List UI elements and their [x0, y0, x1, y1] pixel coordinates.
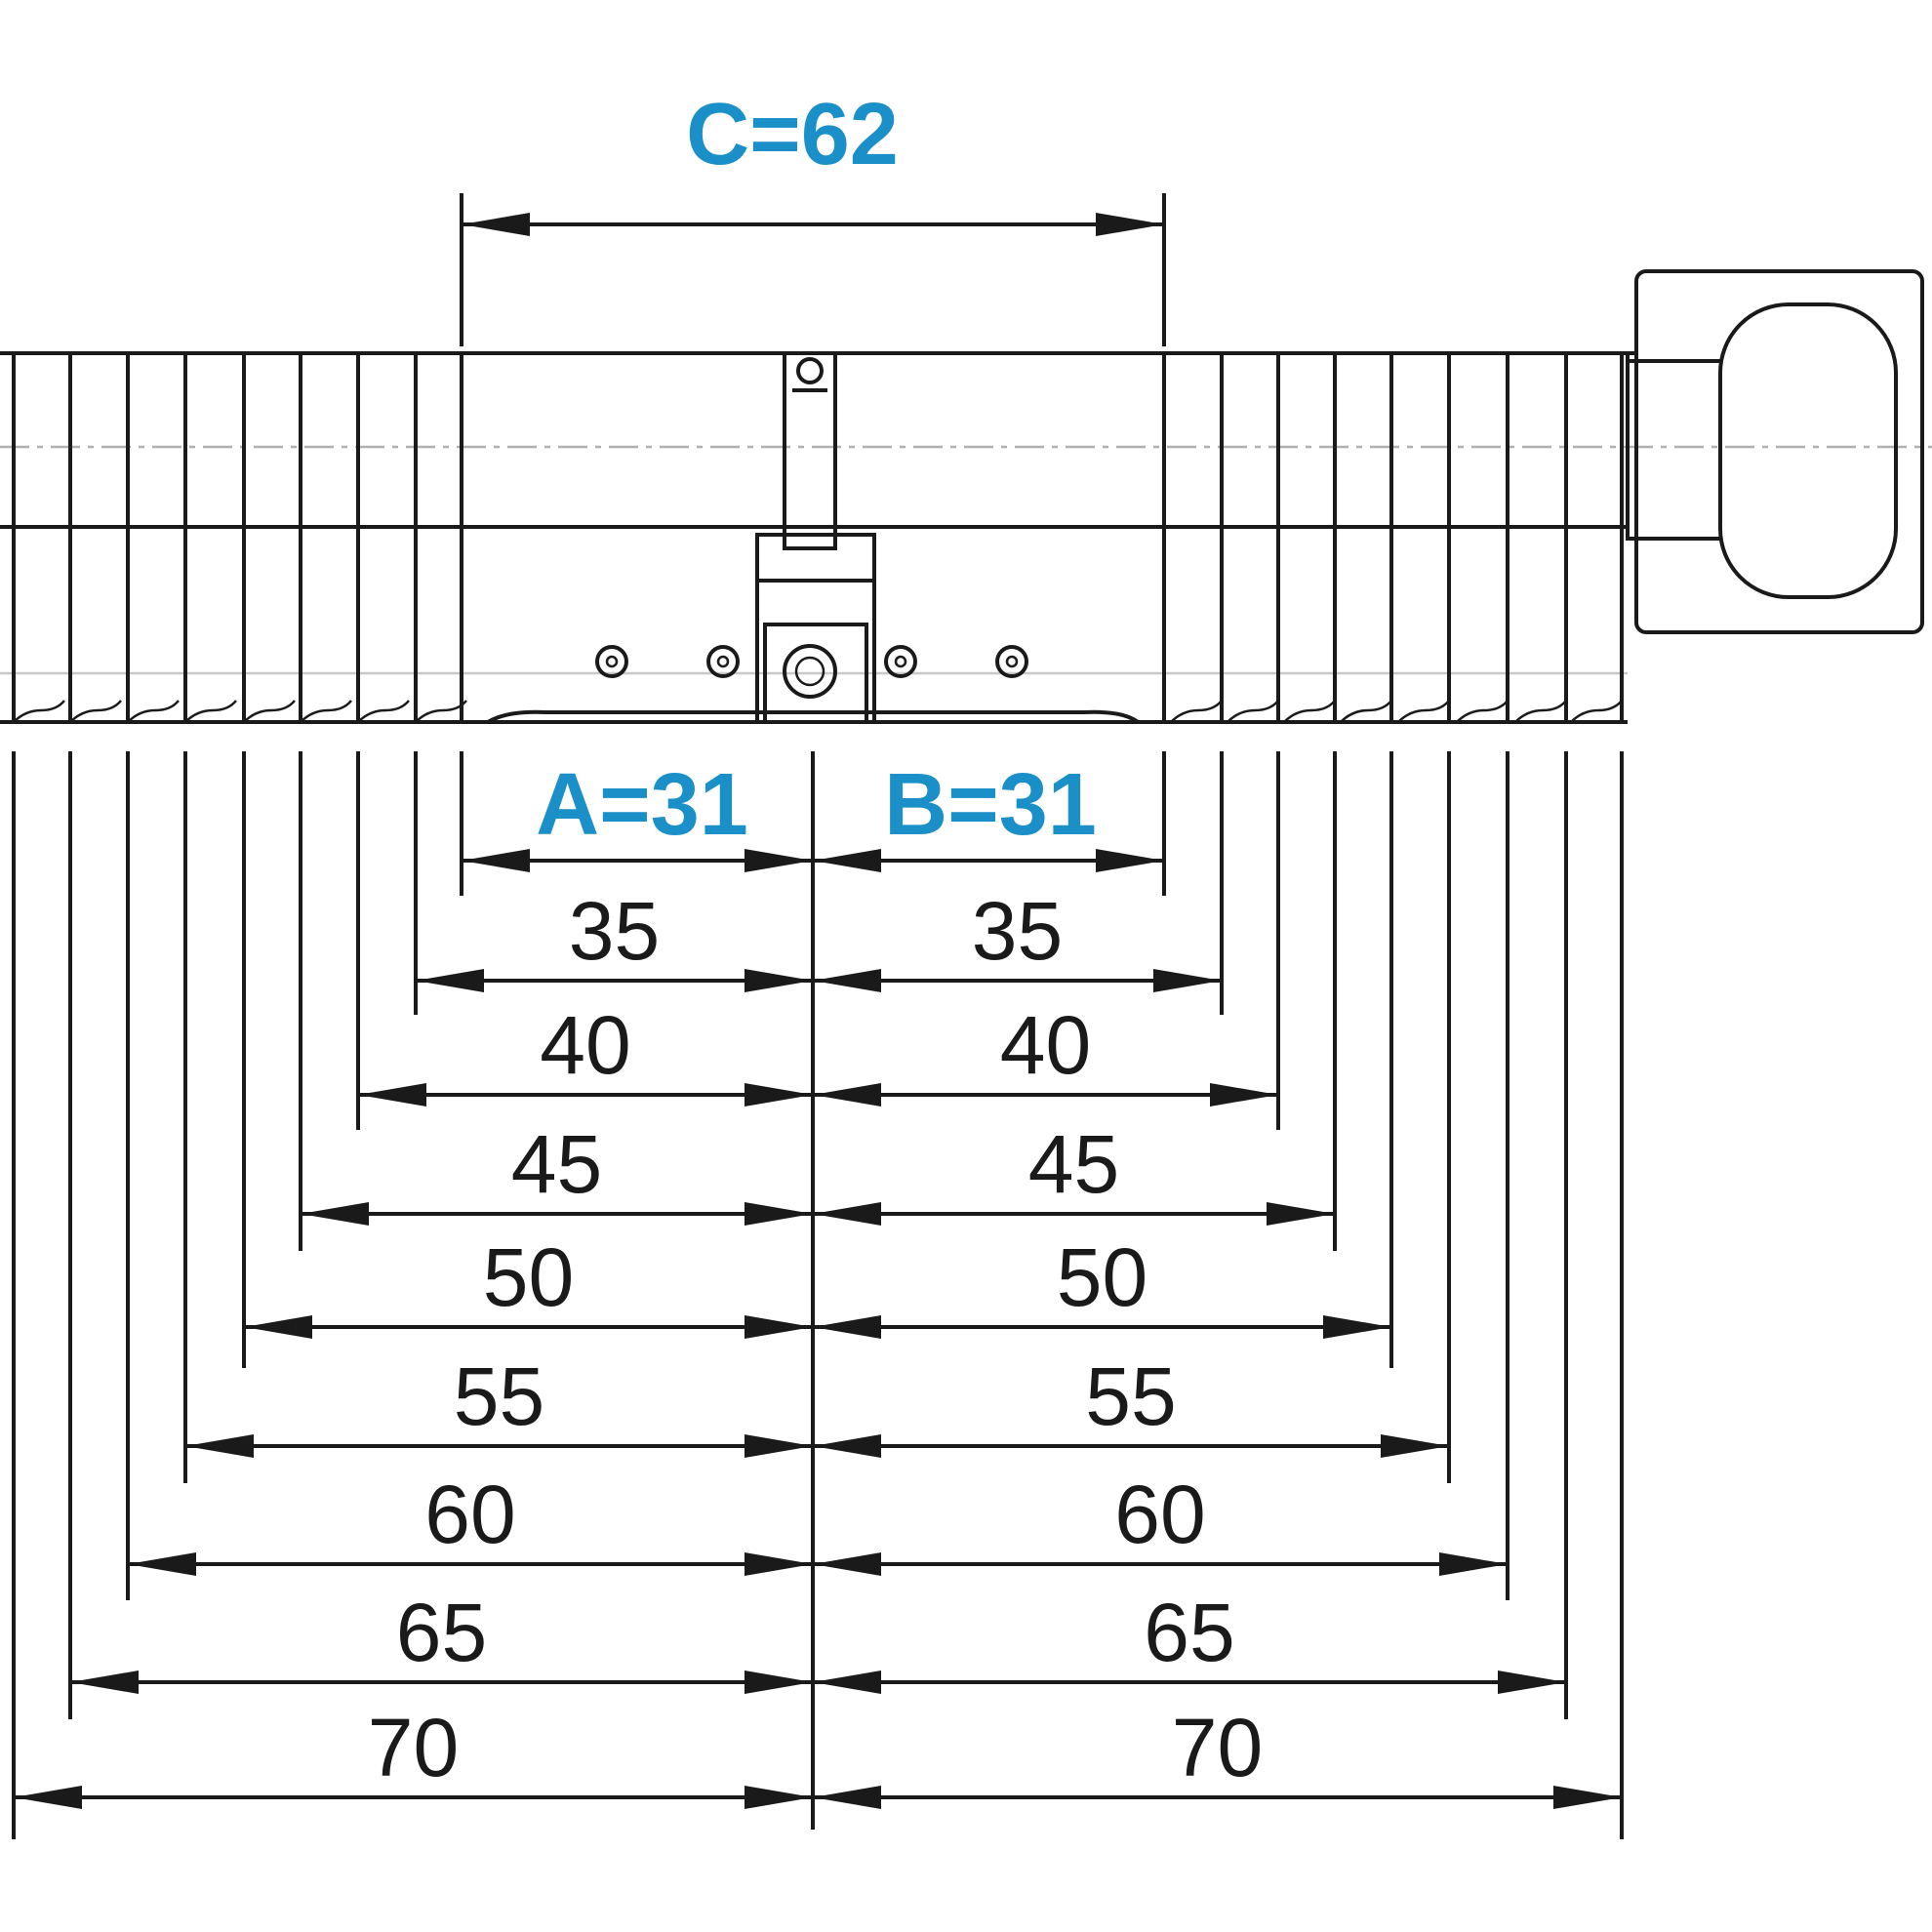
right-variant-tick [1456, 353, 1509, 723]
right-variant-tick [1570, 353, 1624, 723]
right-dimension-row: 55 [813, 751, 1451, 1483]
left-arrowhead-inner [745, 1315, 813, 1339]
right-dimension-row: 45 [813, 751, 1337, 1251]
left-arrowhead-inner [745, 969, 813, 992]
right-arrowhead-outer [1153, 969, 1222, 992]
right-dimension-row: 40 [813, 751, 1280, 1130]
left-arrowhead-outer [128, 1552, 196, 1576]
left-arrowhead-inner [745, 1670, 813, 1694]
right-arrowhead-inner [813, 1315, 881, 1339]
left-dimension-row: 70 [12, 751, 813, 1839]
right-dimension-label: 55 [1085, 1350, 1176, 1442]
right-arrowhead-outer [1498, 1670, 1566, 1694]
left-dimension-row: 45 [299, 751, 813, 1251]
right-arrowhead-inner [813, 1083, 881, 1107]
left-dimension-label: 35 [569, 885, 660, 977]
left-dimension-label: 65 [396, 1587, 487, 1678]
right-arrowhead-inner [813, 1202, 881, 1226]
left-arrowhead-outer [14, 1786, 82, 1809]
left-variant-tick [12, 353, 65, 723]
dimension-a-b: A=31 B=31 [460, 751, 1166, 1830]
left-variant-tick [356, 353, 410, 723]
dimension-c-label: C=62 [686, 86, 899, 183]
left-arrowhead-outer [301, 1202, 369, 1226]
length-dimension-rows: 35 35 40 40 45 45 50 50 55 55 60 60 65 65 70 70 [12, 751, 1624, 1839]
dimension-a-label: A=31 [536, 756, 748, 854]
right-dimension-label: 50 [1057, 1231, 1147, 1323]
right-variant-tick [1514, 353, 1568, 723]
left-dimension-label: 70 [368, 1702, 459, 1793]
left-variant-tick [242, 353, 296, 723]
right-arrowhead-outer [1553, 1786, 1622, 1809]
right-arrowhead-outer [1267, 1202, 1335, 1226]
left-dimension-label: 45 [511, 1118, 602, 1210]
thumb-turn-knob-icon [1626, 269, 1924, 634]
left-dimension-row: 55 [183, 751, 813, 1483]
left-variant-tick [183, 353, 237, 723]
right-dimension-label: 70 [1172, 1702, 1263, 1793]
left-dimension-row: 60 [126, 751, 813, 1600]
left-arrowhead-outer [70, 1670, 139, 1694]
right-dimension-row: 70 [813, 751, 1624, 1839]
right-arrowhead-inner [813, 969, 881, 992]
left-variant-tick [126, 353, 180, 723]
left-dimension-label: 55 [454, 1350, 544, 1442]
right-dimension-label: 45 [1028, 1118, 1119, 1210]
left-arrowhead-outer [185, 1434, 254, 1458]
left-arrowhead-inner [745, 1434, 813, 1458]
right-variant-tick [1340, 353, 1393, 723]
right-arrowhead-outer [1381, 1434, 1449, 1458]
right-arrowhead-inner [813, 1434, 881, 1458]
left-dimension-row: 35 [414, 751, 813, 1015]
left-dimension-row: 50 [242, 751, 813, 1368]
left-dimension-row: 65 [68, 751, 813, 1719]
left-arrowhead-inner [745, 1786, 813, 1809]
right-variant-tick [1397, 353, 1451, 723]
right-variant-tick [1283, 353, 1337, 723]
right-dimension-label: 65 [1144, 1587, 1234, 1678]
right-variant-tick [1170, 353, 1224, 723]
left-arrowhead-inner [745, 1552, 813, 1576]
left-arrowhead-outer [358, 1083, 426, 1107]
left-dimension-label: 50 [483, 1231, 574, 1323]
right-arrowhead-outer [1323, 1315, 1391, 1339]
right-arrowhead-outer [1439, 1552, 1508, 1576]
right-dimension-row: 50 [813, 751, 1393, 1368]
left-variant-tick [299, 353, 352, 723]
cylinder-body [0, 351, 1932, 724]
left-dimension-label: 60 [424, 1469, 515, 1560]
right-dimension-label: 60 [1114, 1469, 1205, 1560]
dimension-c: C=62 [460, 86, 1166, 346]
left-arrowhead-inner [745, 1202, 813, 1226]
left-dimension-row: 40 [356, 751, 813, 1130]
left-arrowhead-outer [244, 1315, 312, 1339]
right-variant-ticks [1170, 353, 1624, 723]
right-dimension-label: 35 [972, 885, 1063, 977]
right-dimension-row: 60 [813, 751, 1509, 1600]
left-variant-ticks [12, 353, 467, 723]
right-arrowhead-outer [1210, 1083, 1278, 1107]
right-dimension-label: 40 [1000, 999, 1091, 1091]
right-arrowhead-inner [813, 1786, 881, 1809]
right-arrowhead-inner [813, 1670, 881, 1694]
right-variant-tick [1227, 353, 1280, 723]
left-arrowhead-outer [416, 969, 484, 992]
right-arrowhead-inner [813, 1552, 881, 1576]
dimension-b-label: B=31 [884, 756, 1097, 854]
left-arrowhead-inner [745, 1083, 813, 1107]
right-dimension-row: 35 [813, 751, 1224, 1015]
right-dimension-row: 65 [813, 751, 1568, 1719]
left-variant-tick [68, 353, 122, 723]
left-variant-tick [414, 353, 467, 723]
left-dimension-label: 40 [540, 999, 630, 1091]
